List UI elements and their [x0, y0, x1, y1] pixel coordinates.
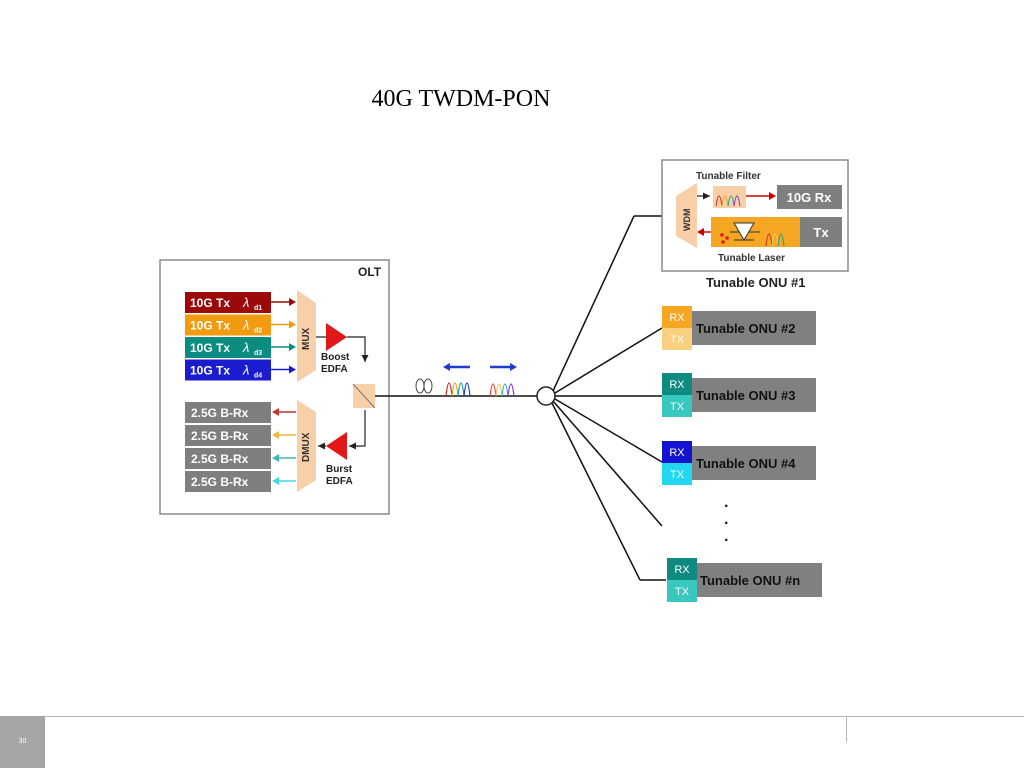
onu1-filter-label: Tunable Filter [696, 171, 761, 182]
onu-rx-box [662, 373, 692, 395]
onu-rx-label: RX [669, 312, 685, 324]
burst-edfa-triangle [326, 432, 347, 460]
ellipsis-dot: · [724, 515, 729, 532]
mux-block [297, 290, 316, 382]
onu-rx-box [662, 441, 692, 463]
laser-diode-icon [730, 222, 760, 241]
onu-box [690, 311, 816, 345]
onu1-rx-box [777, 185, 842, 209]
onu-rx-label: RX [669, 447, 685, 459]
laser-emission-icon [720, 233, 729, 244]
onu1-wdm-label: WDM [682, 209, 692, 232]
tx-lambda: λ [242, 363, 249, 378]
tx-label: 10G Tx [190, 319, 230, 333]
onu1-tx-label: Tx [813, 225, 829, 240]
rx-label: 2.5G B-Rx [191, 475, 249, 489]
onu-tx-box [662, 328, 692, 350]
rx-label: 2.5G B-Rx [191, 429, 249, 443]
tx-subscript: d3 [254, 350, 262, 357]
tx-box [185, 337, 271, 358]
tx-box [185, 359, 271, 381]
olt-receivers: 2.5G B-Rx 2.5G B-Rx 2.5G B-Rx 2.5G B-Rx [185, 402, 296, 492]
onu-tx-box [667, 580, 697, 602]
tx-arrowhead [289, 298, 296, 306]
tx-lambda: λ [242, 340, 249, 355]
page-number: 30 [0, 716, 45, 768]
rx-box [185, 402, 271, 423]
onu1-rx-label: 10G Rx [787, 190, 833, 205]
rx-arrowhead [272, 408, 279, 416]
footer-tick [846, 717, 847, 742]
tx-label: 10G Tx [190, 364, 230, 378]
onu-name: Tunable ONU #4 [696, 456, 796, 471]
laser-spectrum-icon [765, 233, 785, 247]
footer-divider [45, 716, 1024, 717]
onu1-laser-label: Tunable Laser [718, 253, 785, 264]
onu-tx-label: TX [670, 334, 685, 346]
tx-arrowhead [289, 343, 296, 351]
tx-subscript: d2 [254, 328, 262, 335]
onu-name: Tunable ONU #3 [696, 388, 795, 403]
rx-label: 2.5G B-Rx [191, 452, 249, 466]
onu1-tx-box [800, 217, 842, 247]
onu-list: RX TX Tunable ONU #2 RX TX Tunable ONU #3 RX TX… [662, 306, 822, 602]
ellipsis-dot: · [724, 498, 729, 515]
fiber-spool-icon [415, 378, 433, 394]
ellipsis-dot: · [724, 532, 729, 549]
downstream-spectrum-icon [443, 363, 471, 397]
rx-label: 2.5G B-Rx [191, 406, 249, 420]
tx-box [185, 314, 271, 336]
rx-arrowhead [272, 477, 279, 485]
boost-edfa-triangle [326, 323, 347, 351]
tx-label: 10G Tx [190, 341, 230, 355]
tx-box [185, 292, 271, 313]
onu-rx-box [667, 558, 697, 580]
dmux-block [297, 400, 316, 492]
power-splitter [536, 386, 556, 406]
onu-box [690, 446, 816, 480]
rx-box [185, 471, 271, 492]
onu-tx-box [662, 395, 692, 417]
tx-lambda: λ [242, 318, 249, 333]
onu-tx-box [662, 463, 692, 485]
mux-label: MUX [301, 327, 312, 350]
onu-name: Tunable ONU #2 [696, 321, 795, 336]
onu-name: Tunable ONU #n [700, 573, 800, 588]
onu-rx-label: RX [669, 379, 685, 391]
onu-box [690, 378, 816, 412]
tx-label: 10G Tx [190, 296, 230, 310]
filter-spectrum-icon [715, 195, 741, 207]
onu-tx-label: TX [675, 586, 690, 598]
rx-arrowhead [272, 454, 279, 462]
rx-box [185, 448, 271, 469]
rx-box [185, 425, 271, 446]
tx-lambda: λ [242, 295, 249, 310]
onu-tx-label: TX [670, 401, 685, 413]
onu1-name: Tunable ONU #1 [706, 275, 805, 290]
rx-arrowhead [272, 431, 279, 439]
olt-label: OLT [358, 265, 382, 279]
distribution-fibers [551, 215, 666, 581]
olt-transmitters: 10G Tx λ d1 10G Tx λ d2 10G Tx λ d3 10G Tx λ d4 [185, 292, 296, 381]
onu-rx-box [662, 306, 692, 328]
dmux-label: DMUX [301, 432, 312, 462]
tx-arrowhead [289, 320, 296, 329]
onu-tx-label: TX [670, 469, 685, 481]
upstream-spectrum-icon [489, 363, 517, 397]
slide-title: 40G TWDM-PON [371, 86, 551, 112]
tx-subscript: d4 [254, 373, 262, 380]
tx-arrowhead [289, 365, 296, 374]
onu1-wdm-block [676, 183, 697, 248]
onu-rx-label: RX [674, 564, 690, 576]
tx-subscript: d1 [254, 305, 262, 312]
onu-box [695, 563, 822, 597]
